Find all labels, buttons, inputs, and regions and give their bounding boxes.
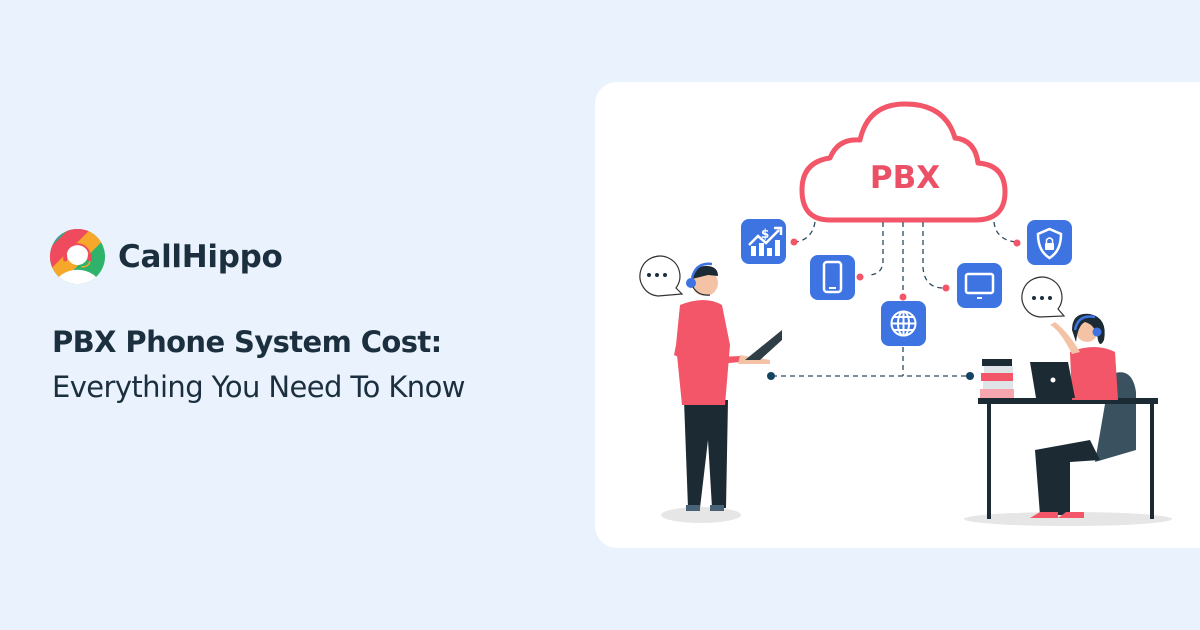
title-line-2: Everything You Need To Know: [52, 370, 465, 404]
smartphone-icon: [810, 255, 855, 300]
cloud-icon: [799, 101, 1008, 223]
speech-bubble-icon: [639, 255, 684, 297]
standing-agent-figure: [661, 262, 782, 523]
callhippo-logo-icon: [49, 228, 106, 285]
speech-bubble-icon: [1021, 276, 1066, 318]
title-line-1: PBX Phone System Cost:: [52, 325, 442, 359]
brand: CallHippo: [49, 228, 283, 285]
seated-agent-figure: [964, 313, 1172, 526]
book-stack: [980, 359, 1014, 398]
brand-name: CallHippo: [118, 238, 283, 275]
page-title: PBX Phone System Cost: Everything You Ne…: [52, 322, 465, 412]
globe-icon: [881, 301, 926, 346]
svg-text:$: $: [761, 227, 769, 241]
cloud-pbx-label: PBX: [869, 160, 941, 196]
finance-growth-icon: $: [741, 219, 786, 264]
monitor-icon: [957, 263, 1002, 308]
security-shield-lock-icon: [1027, 220, 1072, 265]
